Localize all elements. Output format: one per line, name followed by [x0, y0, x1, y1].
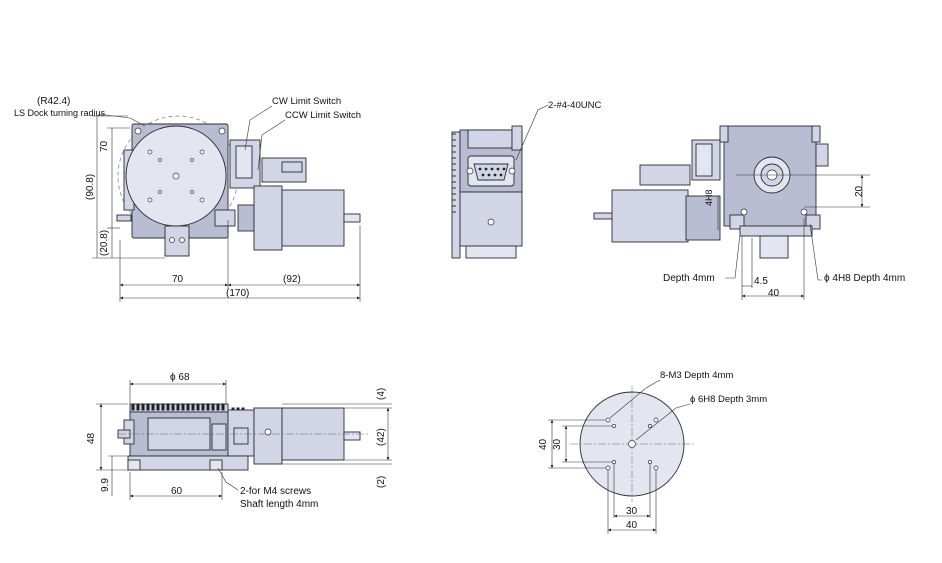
- table-center-hole: [172, 172, 180, 180]
- screws-label: 2-for M4 screws: [240, 486, 311, 497]
- pin-note-label: ϕ 4H8 Depth 4mm: [824, 273, 905, 284]
- dim-4-label: (4): [376, 388, 387, 400]
- turning-radius-note: LS Dock turning radius: [14, 108, 106, 118]
- table-holes: [147, 149, 205, 203]
- width-40-label: 40: [768, 288, 780, 299]
- width-60-label: 60: [171, 486, 183, 497]
- end-view: 2-#4-40UNC: [451, 100, 601, 259]
- motor-shaft: [343, 213, 361, 223]
- diameter-label: ϕ 68: [170, 372, 190, 383]
- width-table-label: 70: [172, 274, 184, 285]
- height-48-label: 48: [86, 432, 97, 444]
- shaft-length-label: Shaft length 4mm: [240, 499, 318, 510]
- pin-hole-label: 4H8: [704, 189, 714, 206]
- mounting-tab: [164, 225, 190, 257]
- center-hole-label: ϕ 6H8 Depth 3mm: [690, 394, 767, 405]
- depth-note-label: Depth 4mm: [663, 273, 715, 284]
- height-99-label: 9.9: [100, 478, 111, 492]
- ccw-switch-label: CCW Limit Switch: [285, 110, 361, 121]
- dsub-pins: [478, 167, 506, 177]
- motor-flange: [253, 185, 283, 251]
- front-view: ϕ 68 48 9.9 (4) (42) (2) 60 2-for M4 scr…: [86, 372, 392, 510]
- right-motor-body: [611, 189, 689, 243]
- height-20-label: 20: [854, 185, 865, 197]
- width-total-label: (170): [226, 288, 249, 299]
- height-total-label: (90.8): [85, 174, 96, 200]
- height-40-label: 40: [538, 438, 549, 450]
- right-motor-shaft: [593, 212, 615, 220]
- thread-hole-right: [508, 167, 516, 175]
- height-30-label: 30: [552, 438, 563, 450]
- height-table-label: 70: [99, 140, 110, 152]
- width-40-label-table: 40: [626, 520, 638, 531]
- thread-hole-left: [466, 167, 474, 175]
- connector-thread-label: 2-#4-40UNC: [548, 100, 601, 111]
- scale-ticks: [452, 133, 456, 213]
- height-offset-label: (20.8): [99, 230, 110, 256]
- motor-body: [281, 189, 345, 247]
- front-motor-flange: [253, 407, 283, 465]
- dim-42-label: (42): [376, 428, 387, 446]
- offset-45-label: 4.5: [754, 276, 768, 287]
- dim-2-label: (2): [376, 476, 387, 488]
- turning-radius-label: (R42.4): [37, 96, 70, 107]
- width-motor-label: (92): [283, 274, 301, 285]
- right-view: 4H8 20 Depth 4mm 4.5 40 ϕ 4H8 Depth 4mm: [593, 125, 905, 300]
- thread-holes-label: 8-M3 Depth 4mm: [660, 370, 733, 381]
- width-30-label: 30: [626, 506, 638, 517]
- top-view: (R42.4) LS Dock turning radius CW Limit …: [14, 96, 361, 302]
- table-view: 8-M3 Depth 4mm ϕ 6H8 Depth 3mm 40 30 30 …: [538, 370, 767, 534]
- cw-switch-label: CW Limit Switch: [272, 96, 341, 107]
- table-view-center-hole: [628, 440, 636, 448]
- front-base-plate: [127, 455, 249, 471]
